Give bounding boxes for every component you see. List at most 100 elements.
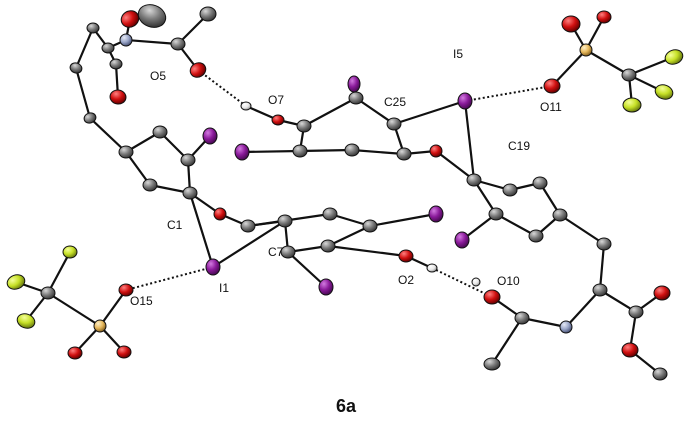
iodine-atom <box>202 127 218 145</box>
carbon-atom <box>83 112 97 124</box>
oxygen-atom <box>116 345 132 359</box>
carbon-atom <box>170 37 186 51</box>
atoms-layer <box>6 4 684 381</box>
oxygen-atom <box>189 62 207 78</box>
bond <box>286 250 328 289</box>
label-c25: C25 <box>384 95 406 109</box>
iodine-atom <box>457 92 473 110</box>
hydrogen-atom <box>471 277 481 287</box>
fluorine-atom <box>622 97 642 113</box>
nitrogen-atom <box>559 320 573 334</box>
oxygen-atom <box>213 207 227 221</box>
bond <box>564 288 602 329</box>
hydrogen-bond <box>125 266 214 291</box>
carbon-atom <box>240 219 256 233</box>
carbon-atom <box>596 237 612 251</box>
fluorine-atom <box>654 84 674 100</box>
carbon-atom <box>182 186 198 200</box>
iodine-atom <box>318 278 334 296</box>
atom-labels-layer: O5 O7 C25 I5 O11 C19 C1 C7 I1 O15 O2 O10 <box>130 47 562 308</box>
carbon-atom <box>348 91 364 105</box>
carbon-atom <box>322 207 338 221</box>
carbon-atom <box>280 245 296 259</box>
bond <box>88 116 128 154</box>
iodine-atom <box>234 143 250 161</box>
bond <box>490 316 524 366</box>
hydrogen-bond <box>431 267 493 298</box>
oxygen-atom <box>120 10 140 28</box>
iodine-atom <box>454 231 470 249</box>
carbon-atom <box>320 239 336 253</box>
carbon-atom <box>86 22 100 34</box>
oxygen-atom <box>67 346 83 360</box>
carbon-atom <box>152 125 168 139</box>
bond <box>494 212 538 238</box>
label-i1: I1 <box>219 281 229 295</box>
carbon-atom <box>362 219 378 233</box>
oxygen-atom <box>109 89 127 105</box>
iodine-atom <box>205 258 221 276</box>
label-c7: C7 <box>268 245 284 259</box>
carbon-atom <box>101 42 115 54</box>
fluorine-atom <box>62 245 78 259</box>
bond <box>188 191 215 269</box>
bond <box>598 242 606 292</box>
oxygen-atom <box>596 10 612 24</box>
hydrogen-bond <box>197 69 247 107</box>
bond <box>463 99 476 182</box>
label-c1: C1 <box>167 218 183 232</box>
carbon-atom <box>142 178 158 192</box>
carbon-atom <box>621 68 637 82</box>
figure-caption: 6a <box>336 396 357 416</box>
oxygen-atom <box>429 144 443 158</box>
nitrogen-atom <box>119 33 133 47</box>
oxygen-atom <box>271 114 285 126</box>
bond <box>124 38 180 46</box>
carbon-atom <box>199 6 217 22</box>
bond <box>368 212 438 228</box>
carbon-atom <box>483 357 501 371</box>
oxygen-atom <box>543 78 561 94</box>
iodine-atom <box>347 75 361 93</box>
iodine-atom <box>428 205 444 223</box>
bond <box>434 149 476 182</box>
hydrogen-atom <box>426 263 438 273</box>
label-o7: O7 <box>268 93 284 107</box>
hydrogen-atom <box>240 101 252 111</box>
bond <box>520 316 568 329</box>
fluorine-atom <box>6 274 26 290</box>
carbon-atom <box>344 143 360 157</box>
carbon-atom <box>652 367 668 381</box>
oxygen-atom <box>653 285 671 301</box>
label-o10: O10 <box>497 274 520 288</box>
bond <box>74 26 95 70</box>
bond <box>584 48 631 77</box>
carbon-atom <box>386 117 402 131</box>
label-o15: O15 <box>130 294 153 308</box>
label-i5: I5 <box>453 47 463 61</box>
bond <box>326 244 408 258</box>
carbon-atom <box>592 283 608 297</box>
oxygen-atom <box>621 342 639 358</box>
carbon-atom <box>514 311 530 325</box>
carbon-atom <box>532 176 548 190</box>
bond <box>558 213 606 246</box>
bond <box>350 148 406 156</box>
carbon-atom <box>292 144 308 158</box>
bond <box>326 224 372 248</box>
carbon-atom <box>466 173 482 187</box>
bond <box>98 288 128 328</box>
carbon-atom <box>180 153 196 167</box>
label-o2: O2 <box>398 273 414 287</box>
carbon-atom <box>396 147 412 161</box>
fluorine-atom <box>16 313 36 329</box>
bond <box>302 96 358 128</box>
bond <box>46 250 72 295</box>
sulfur-atom <box>93 319 107 333</box>
bond <box>550 48 588 88</box>
carbon-atom <box>137 4 167 28</box>
carbon-atom <box>502 183 518 197</box>
oxygen-atom <box>483 289 501 305</box>
carbon-atom <box>40 286 56 300</box>
